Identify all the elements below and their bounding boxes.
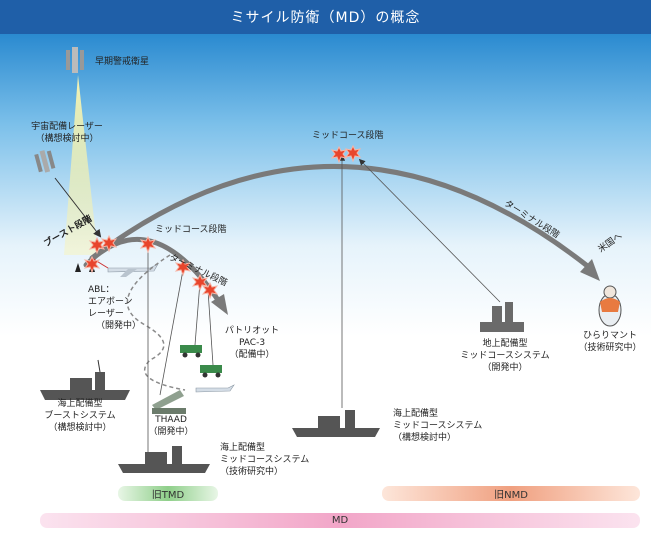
space-laser-label-2: （構想検討中）: [35, 134, 99, 144]
md-bar: [40, 513, 640, 528]
sea-boost-label-2: ブーストシステム: [44, 411, 116, 421]
ship-midcourse-lower-icon: [118, 446, 210, 473]
patriot-launcher-icon: [180, 345, 222, 378]
ground-mid-label-1: 地上配備型: [482, 339, 528, 349]
satellite-beam: [64, 75, 98, 255]
sea-mid-lower-label-1: 海上配備型: [220, 443, 266, 453]
ship-boost-icon: [40, 359, 130, 400]
space-laser-label-1: 宇宙配備レーザー: [31, 122, 103, 132]
thaad-label-1: THAAD: [155, 415, 187, 425]
tmd-bar-label: 旧TMD: [151, 490, 185, 501]
patriot-label-1: パトリオット: [224, 326, 280, 336]
ground-radar-icon: [480, 302, 524, 332]
sky-background: [0, 34, 651, 538]
ground-mid-label-2: ミッドコースシステム: [460, 351, 550, 361]
nmd-bar-label: 旧NMD: [494, 490, 528, 501]
sea-mid-center-label-1: 海上配備型: [393, 409, 439, 419]
sea-boost-label: 海上配備型 ブーストシステム （構想検討中）: [30, 398, 130, 434]
sea-mid-lower-label-2: ミッドコースシステム: [220, 455, 310, 465]
abl-label-1: ABL：: [88, 285, 115, 295]
ground-intercept-line: [358, 158, 501, 303]
abl-label-3: レーザー: [88, 309, 124, 319]
sea-mid-lower-label: 海上配備型 ミッドコースシステム （技術研究中）: [220, 442, 309, 478]
ground-mid-label-3: （開発中）: [482, 363, 528, 373]
trajectory-long-arrowhead: [580, 259, 600, 281]
space-laser-label: 宇宙配備レーザー （構想検討中）: [22, 121, 112, 145]
abl-label: ABL： エアボーン レーザー （開発中）: [88, 284, 141, 332]
trajectory-long: [89, 163, 593, 271]
page-title: ミサイル防衛（MD）の概念: [0, 0, 651, 34]
hiramant-label-1: ひらりマント: [582, 331, 637, 341]
thaad-launcher-icon: [152, 390, 186, 414]
abl-label-2: エアボーン: [88, 297, 133, 307]
abl-label-4: （開発中）: [96, 321, 142, 331]
explosion-icons: [83, 144, 362, 300]
thaad-label: THAAD （開発中）: [136, 414, 206, 438]
thaad-intercept-path: [126, 254, 186, 391]
satellite-label: 早期警戒衛星: [95, 57, 150, 67]
hiramant-label: ひらりマント （技術研究中）: [570, 330, 650, 354]
ground-mid-label: 地上配備型 ミッドコースシステム （開発中）: [450, 338, 560, 374]
hiramant-icon: [598, 285, 622, 327]
sea-mid-center-label-3: （構想検討中）: [393, 433, 457, 443]
sea-mid-lower-label-3: （技術研究中）: [220, 467, 284, 477]
patriot-label: パトリオット PAC-3 （配備中）: [212, 325, 292, 361]
nmd-bar: [382, 486, 640, 501]
ship-midcourse-center-icon: [292, 410, 380, 437]
sea-boost-label-1: 海上配備型: [57, 399, 103, 409]
md-bar-label: MD: [331, 515, 349, 526]
patriot-label-2: PAC-3: [238, 338, 266, 348]
sea-boost-label-3: （構想検討中）: [48, 423, 112, 433]
satellite-icon: [66, 47, 84, 73]
sea-mid-center-label-2: ミッドコースシステム: [393, 421, 483, 431]
space-laser-icon: [34, 150, 56, 173]
hiramant-label-2: （技術研究中）: [578, 343, 642, 353]
patriot-label-3: （配備中）: [229, 350, 275, 360]
trajectory-short-arrowhead: [211, 294, 228, 315]
tmd-bar: [118, 486, 218, 501]
laser-pointer-line: [54, 177, 102, 238]
midcourse-lower-label: ミッドコース段階: [155, 225, 227, 235]
sea-mid-center-label: 海上配備型 ミッドコースシステム （構想検討中）: [393, 408, 482, 444]
abl-aircraft-icon: [107, 263, 159, 277]
midcourse-upper-label: ミッドコース段階: [312, 131, 384, 141]
thaad-label-2: （開発中）: [148, 427, 194, 437]
